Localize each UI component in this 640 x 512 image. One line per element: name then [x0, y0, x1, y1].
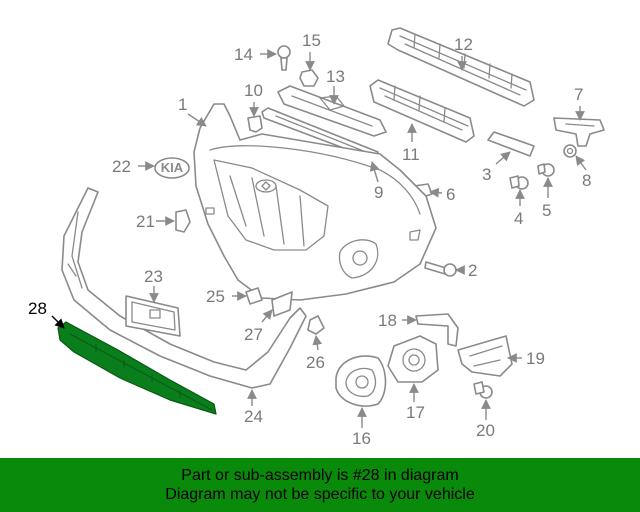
leader-lines: [51, 49, 587, 428]
part-15-clip: [299, 69, 319, 87]
callout-28: 28: [28, 299, 47, 318]
part-2-bolt: [424, 261, 457, 277]
part-3-bracket: [487, 131, 535, 157]
callout-22: 22: [112, 157, 131, 176]
callout-8: 8: [582, 171, 591, 190]
part-24-lower-skin: [61, 187, 307, 389]
callout-27: 27: [244, 325, 263, 344]
callout-24: 24: [244, 407, 263, 426]
callout-12: 12: [454, 35, 473, 54]
part-8-bolt: [563, 144, 577, 158]
callout-6: 6: [446, 185, 455, 204]
part-21-clip: [175, 209, 191, 233]
part-20-bolt: [473, 381, 493, 399]
callout-17: 17: [406, 403, 425, 422]
callout-13: 13: [326, 67, 345, 86]
part-23-plate-bracket: [125, 295, 181, 337]
callout-16: 16: [352, 429, 371, 448]
part-25-clip: [245, 287, 263, 305]
callout-9: 9: [374, 183, 383, 202]
part-22-badge: KIA: [154, 157, 190, 179]
banner-line-part: Part or sub-assembly is #28 in diagram: [181, 467, 459, 484]
part-14-bolt: [277, 45, 291, 71]
part-19-bracket: [457, 335, 513, 377]
callout-20: 20: [476, 421, 495, 440]
part-1-bumper-cover: [193, 103, 437, 301]
callout-10: 10: [244, 81, 263, 100]
part-27-bracket: [271, 291, 293, 317]
callout-26: 26: [306, 353, 325, 372]
callout-7: 7: [574, 85, 583, 104]
callout-15: 15: [302, 31, 321, 50]
part-10-clip: [247, 115, 263, 133]
part-7-bracket: [553, 117, 605, 147]
part-5-bolt: [537, 163, 555, 177]
callout-3: 3: [482, 165, 491, 184]
callout-18: 18: [378, 311, 397, 330]
part-17-fog-lamp: [387, 335, 439, 383]
callout-23: 23: [144, 267, 163, 286]
part-16-bezel: [335, 355, 387, 407]
callout-2: 2: [468, 261, 477, 280]
callout-11: 11: [402, 145, 420, 164]
svg-text:KIA: KIA: [161, 160, 184, 175]
callout-1: 1: [178, 95, 187, 114]
callout-25: 25: [206, 287, 225, 306]
part-11-beam: [369, 79, 475, 143]
part-18-bracket: [415, 313, 459, 347]
part-28-highlighted-trim: [57, 321, 217, 415]
callout-19: 19: [526, 349, 545, 368]
callout-21: 21: [136, 212, 155, 231]
callout-14: 14: [234, 45, 253, 64]
info-banner: Part or sub-assembly is #28 in diagram D…: [0, 458, 640, 512]
part-4-bolt: [509, 175, 529, 190]
callout-4: 4: [514, 209, 523, 228]
parts-diagram: KIA: [28, 27, 605, 448]
part-26-clip: [307, 315, 325, 335]
banner-line-disclaimer: Diagram may not be specific to your vehi…: [165, 486, 475, 503]
callout-labels: 1 2 3 4 5 6 7 8 9 10 11 12 13 14 15 16 1…: [28, 31, 591, 448]
callout-5: 5: [542, 201, 551, 220]
part-13-grille-frame: [277, 85, 387, 137]
